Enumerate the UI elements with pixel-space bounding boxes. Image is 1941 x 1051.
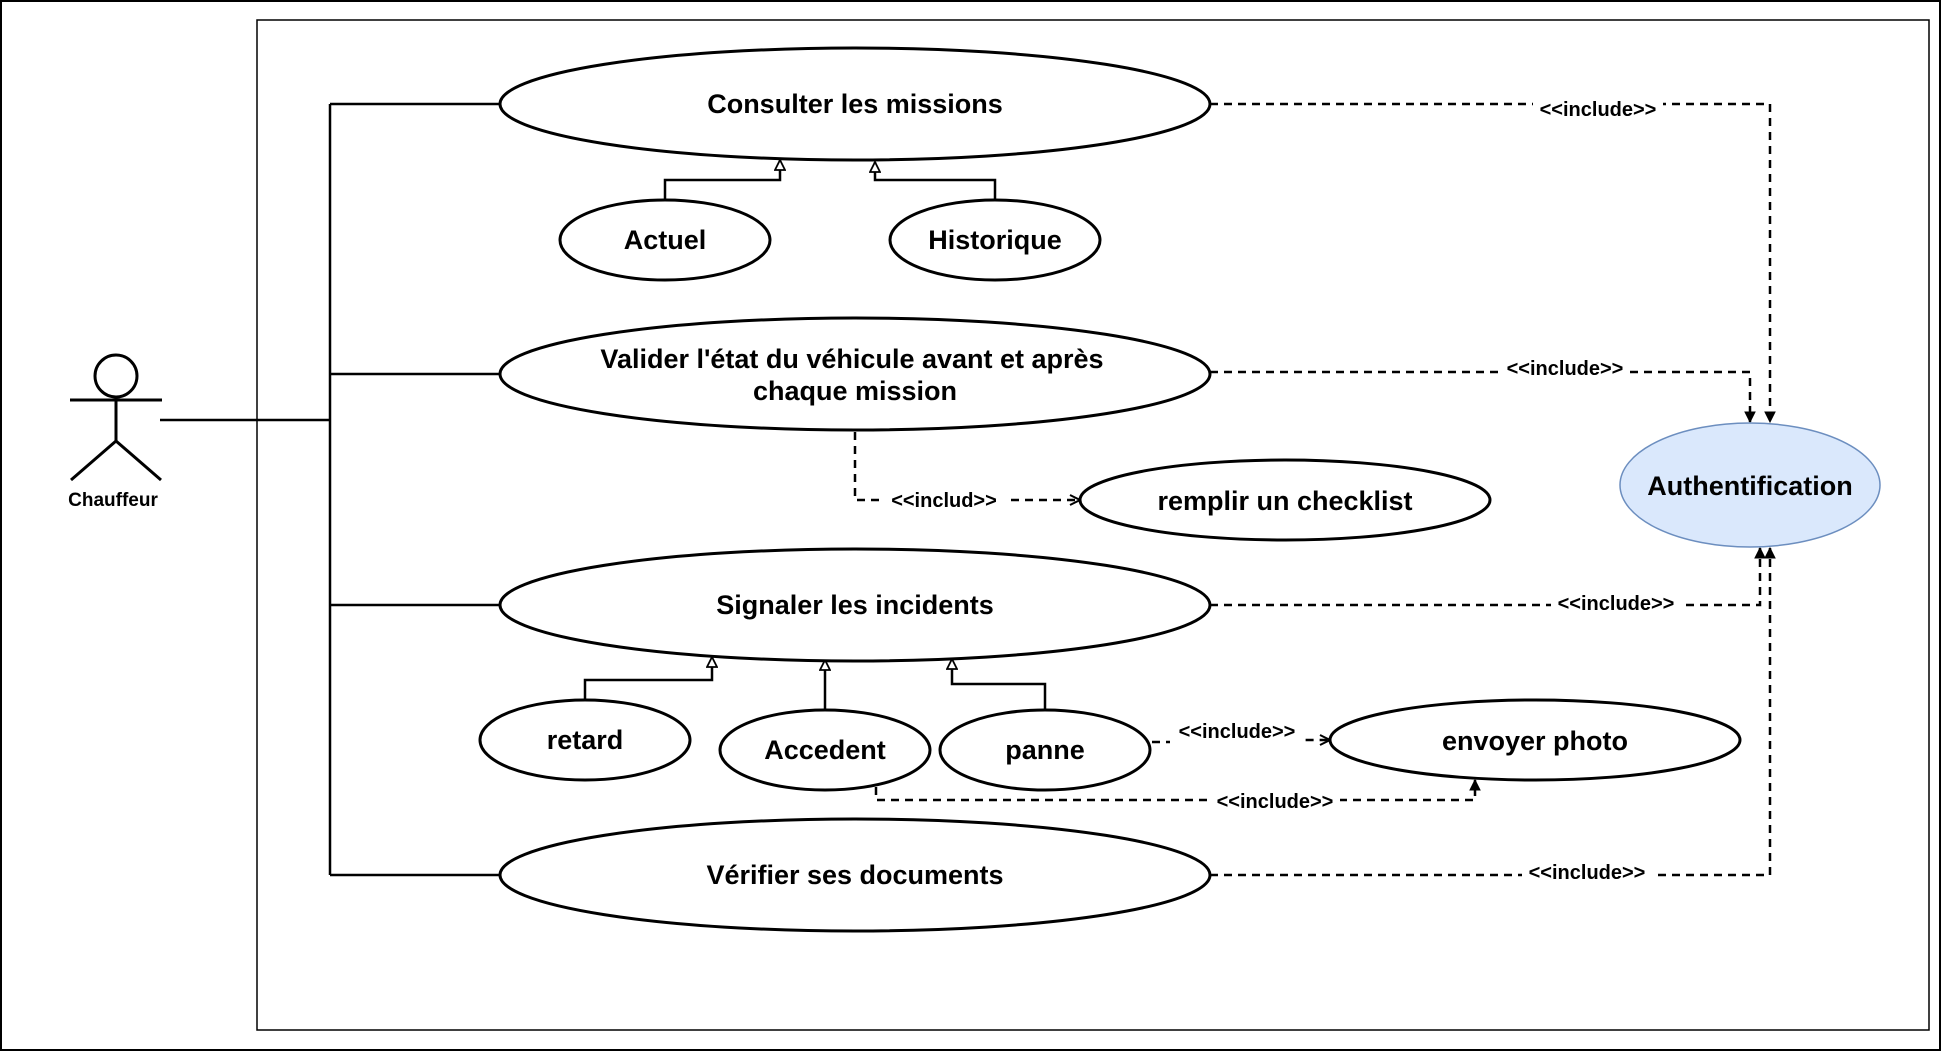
include-label-consulter: <<include>> — [1540, 99, 1657, 121]
use-case-historique: Historique — [888, 198, 1102, 282]
use-case-consulter-missions: Consulter les missions — [498, 46, 1212, 162]
include-label-valider: <<include>> — [1507, 358, 1624, 380]
generalization-panne — [952, 659, 1047, 710]
actor-associations — [160, 102, 500, 877]
svg-text:Consulter les missions: Consulter les missions — [707, 89, 1003, 119]
use-case-signaler-incidents: Signaler les incidents — [498, 547, 1212, 663]
svg-text:remplir un checklist: remplir un checklist — [1157, 486, 1412, 516]
use-case-retard: retard — [478, 698, 692, 782]
svg-text:chaque mission: chaque mission — [753, 376, 957, 406]
svg-text:Accedent: Accedent — [764, 735, 886, 765]
include-consulter-auth — [1210, 102, 1770, 422]
include-label-signaler: <<include>> — [1558, 593, 1675, 615]
svg-text:Actuel: Actuel — [624, 225, 707, 255]
include-verifier-auth — [1210, 548, 1770, 877]
generalization-historique — [875, 162, 997, 200]
use-case-authentification: Authentification — [1619, 422, 1881, 548]
include-valider-auth — [1210, 370, 1750, 422]
use-case-accedent: Accedent — [718, 708, 932, 792]
system-boundary — [256, 19, 1930, 1031]
include-signaler-auth — [1210, 548, 1760, 607]
svg-text:Vérifier ses documents: Vérifier ses documents — [706, 860, 1003, 890]
use-case-remplir-checklist: remplir un checklist — [1078, 458, 1492, 542]
include-label-panne-photo: <<include>> — [1179, 721, 1296, 743]
use-case-valider-etat: Valider l'état du véhicule avant et aprè… — [498, 316, 1212, 432]
svg-text:retard: retard — [547, 725, 624, 755]
svg-text:envoyer photo: envoyer photo — [1442, 726, 1628, 756]
include-label-verifier: <<include>> — [1529, 862, 1646, 884]
use-case-actuel: Actuel — [558, 198, 772, 282]
actor-chauffeur — [70, 353, 162, 482]
svg-text:Signaler les incidents: Signaler les incidents — [716, 590, 994, 620]
includ-label-checklist: <<includ>> — [891, 490, 997, 512]
use-case-envoyer-photo: envoyer photo — [1328, 698, 1742, 782]
svg-text:panne: panne — [1005, 735, 1085, 765]
use-case-verifier-documents: Vérifier ses documents — [498, 817, 1212, 933]
actor-label: Chauffeur — [68, 490, 158, 511]
include-accedent-photo — [874, 780, 1475, 802]
use-case-panne: panne — [938, 708, 1152, 792]
svg-text:Historique: Historique — [928, 225, 1062, 255]
svg-text:Valider l'état du véhicule ava: Valider l'état du véhicule avant et aprè… — [600, 344, 1103, 374]
svg-text:Authentification: Authentification — [1647, 471, 1852, 501]
generalization-actuel — [663, 160, 780, 200]
include-label-accedent-photo: <<include>> — [1217, 791, 1334, 813]
generalization-retard — [583, 657, 712, 702]
